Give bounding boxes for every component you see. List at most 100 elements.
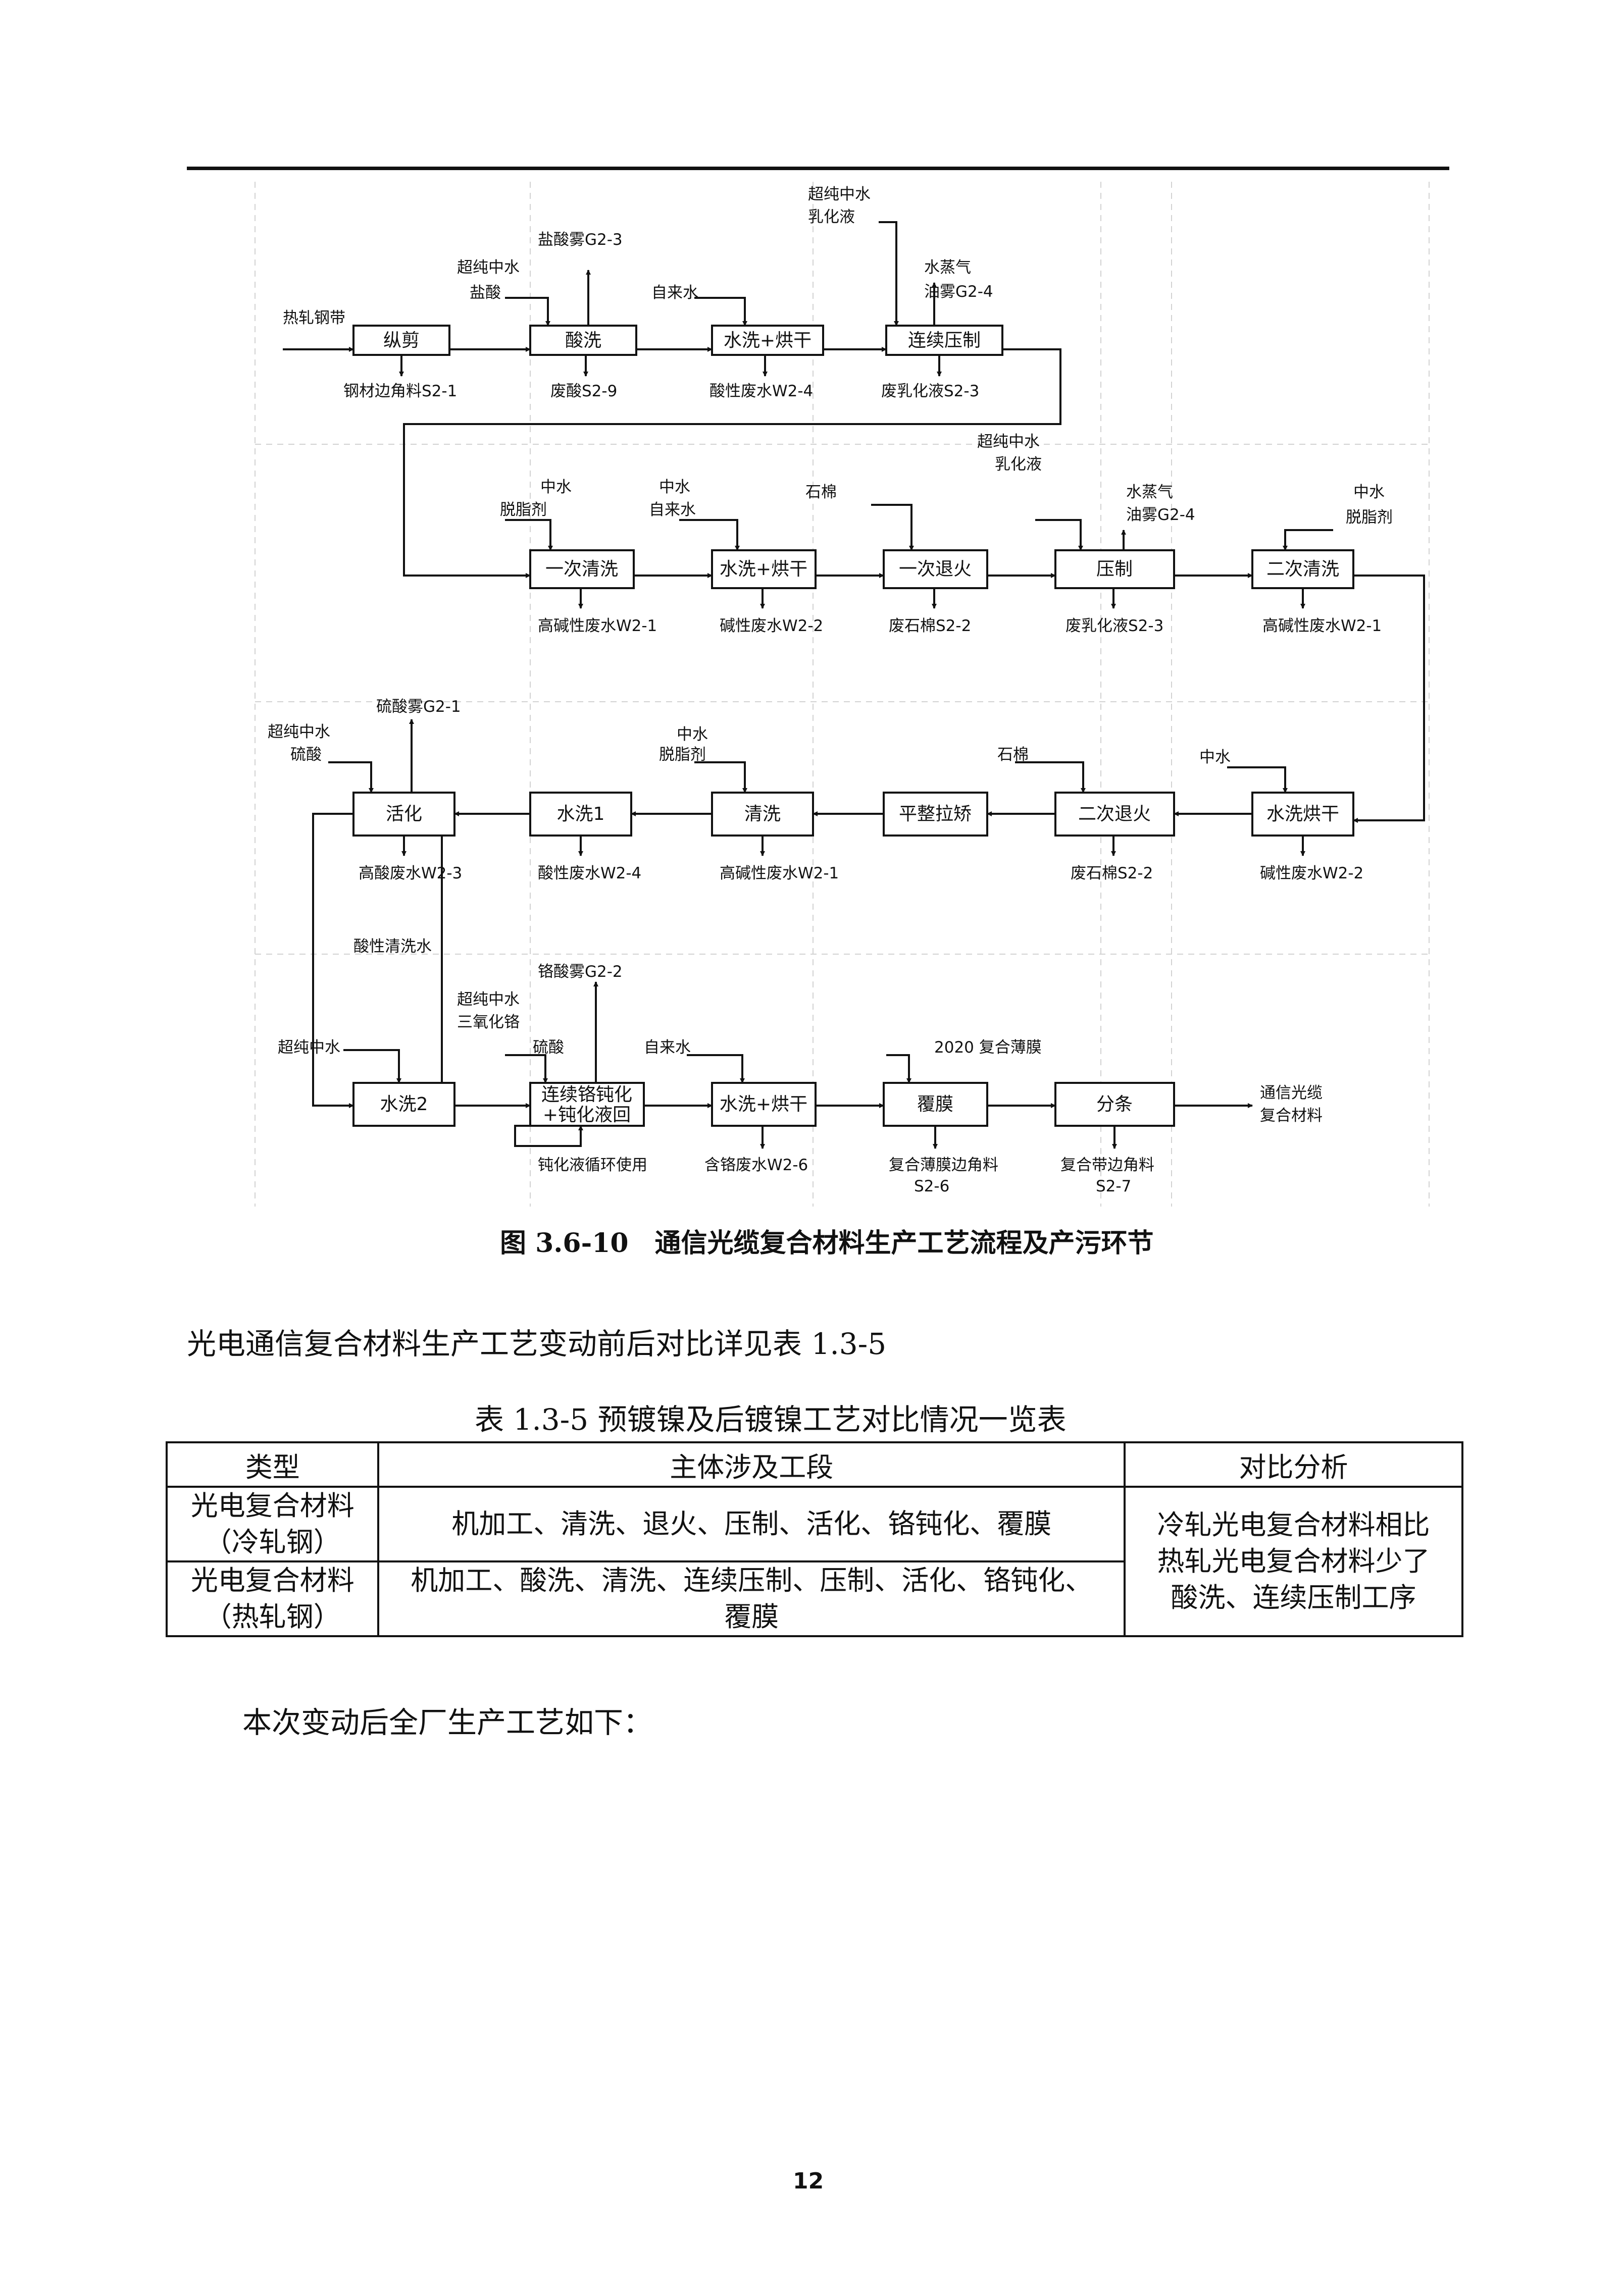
table-row: 光电复合材料 （冷轧钢） 机加工、清洗、退火、压制、活化、铬钝化、覆膜 冷轧光电… <box>165 1486 1464 1637</box>
svg-text:高碱性废水W2-1: 高碱性废水W2-1 <box>1262 617 1382 635</box>
svg-text:石棉: 石棉 <box>805 483 837 501</box>
svg-text:钝化液循环使用: 钝化液循环使用 <box>538 1156 647 1174</box>
process-box-slitting-final: 分条 <box>1054 1082 1175 1127</box>
svg-text:覆膜: 覆膜 <box>917 1094 953 1115</box>
type-line: （冷轧钢） <box>204 1526 341 1558</box>
svg-text:含铬废水W2-6: 含铬废水W2-6 <box>704 1156 808 1174</box>
svg-text:水洗2: 水洗2 <box>380 1094 428 1115</box>
svg-text:盐酸: 盐酸 <box>470 284 501 302</box>
svg-text:中水: 中水 <box>1353 483 1385 501</box>
svg-text:自来水: 自来水 <box>651 284 698 302</box>
svg-text:一次退火: 一次退火 <box>899 559 972 580</box>
analysis-line: 冷轧光电复合材料相比 <box>1157 1509 1430 1541</box>
svg-text:2020 复合薄膜: 2020 复合薄膜 <box>934 1038 1042 1057</box>
svg-text:钢材边角料S2-1: 钢材边角料S2-1 <box>343 382 457 400</box>
comparison-table: 类型 主体涉及工段 对比分析 光电复合材料 （冷轧钢） 机加工、清洗、退火、压制… <box>165 1441 1464 1637</box>
type-line: 光电复合材料 <box>190 1564 354 1596</box>
svg-text:硫酸: 硫酸 <box>290 746 322 764</box>
svg-text:石棉: 石棉 <box>997 746 1029 764</box>
svg-text:乳化液: 乳化液 <box>995 455 1042 474</box>
svg-text:超纯中水: 超纯中水 <box>457 990 520 1009</box>
process-box-chrome-passivation: 连续铬钝化 +钝化液回 <box>529 1082 645 1127</box>
svg-text:超纯中水: 超纯中水 <box>457 258 520 277</box>
analysis-line: 热轧光电复合材料少了 <box>1157 1545 1430 1577</box>
process-box-wash-1: 水洗1 <box>529 792 632 837</box>
svg-text:水洗+烘干: 水洗+烘干 <box>720 559 807 580</box>
svg-text:平整拉矫: 平整拉矫 <box>899 804 972 824</box>
svg-text:复合薄膜边角料: 复合薄膜边角料 <box>889 1156 998 1174</box>
figure-caption: 图 3.6-10 通信光缆复合材料生产工艺流程及产污环节 <box>500 1228 1154 1259</box>
process-box-wash-dry-3: 水洗烘干 <box>1251 792 1354 837</box>
svg-text:脱脂剂: 脱脂剂 <box>1346 508 1393 527</box>
svg-text:中水: 中水 <box>677 725 708 744</box>
svg-text:中水: 中水 <box>659 478 690 496</box>
process-box-pressing: 压制 <box>1054 549 1175 589</box>
header-rule <box>187 167 1449 170</box>
svg-text:乳化液: 乳化液 <box>808 208 855 226</box>
process-line: 覆膜 <box>724 1601 779 1633</box>
svg-text:清洗: 清洗 <box>744 804 781 824</box>
process-box-wash-dry-1: 水洗+烘干 <box>711 325 824 356</box>
svg-text:水洗烘干: 水洗烘干 <box>1266 804 1339 824</box>
svg-text:S2-6: S2-6 <box>914 1177 949 1195</box>
svg-text:+钝化液回: +钝化液回 <box>543 1105 631 1125</box>
svg-text:废石棉S2-2: 废石棉S2-2 <box>1071 864 1153 882</box>
svg-text:高酸废水W2-3: 高酸废水W2-3 <box>359 864 462 882</box>
svg-text:超纯中水: 超纯中水 <box>977 433 1040 451</box>
svg-text:酸性废水W2-4: 酸性废水W2-4 <box>538 864 641 882</box>
process-box-continuous-press: 连续压制 <box>885 325 1003 356</box>
svg-text:废石棉S2-2: 废石棉S2-2 <box>889 617 971 635</box>
svg-text:水洗1: 水洗1 <box>557 804 605 824</box>
page-number: 12 <box>793 2168 824 2194</box>
svg-text:超纯中水: 超纯中水 <box>278 1038 340 1057</box>
svg-text:酸性废水W2-4: 酸性废水W2-4 <box>709 382 813 400</box>
svg-text:油雾G2-4: 油雾G2-4 <box>924 283 993 301</box>
svg-text:二次清洗: 二次清洗 <box>1266 559 1339 580</box>
svg-text:自来水: 自来水 <box>644 1038 691 1057</box>
svg-text:水蒸气: 水蒸气 <box>1126 483 1173 501</box>
process-box-activation: 活化 <box>352 792 455 837</box>
svg-text:中水: 中水 <box>540 478 572 496</box>
svg-text:水蒸气: 水蒸气 <box>924 258 971 277</box>
svg-text:脱脂剂: 脱脂剂 <box>500 501 547 519</box>
svg-text:水洗+烘干: 水洗+烘干 <box>720 1094 807 1115</box>
cell-process: 机加工、酸洗、清洗、连续压制、压制、活化、铬钝化、 覆膜 <box>377 1560 1126 1637</box>
process-box-wash-dry-4: 水洗+烘干 <box>711 1082 817 1127</box>
svg-text:复合材料: 复合材料 <box>1260 1107 1323 1125</box>
process-box-wash-dry-2: 水洗+烘干 <box>711 549 817 589</box>
cell-type: 光电复合材料 （热轧钢） <box>165 1560 380 1637</box>
cell-process: 机加工、清洗、退火、压制、活化、铬钝化、覆膜 <box>377 1486 1126 1562</box>
cell-type: 光电复合材料 （冷轧钢） <box>165 1486 380 1562</box>
header-analysis: 对比分析 <box>1123 1441 1464 1488</box>
flow-labels: 热轧钢带 钢材边角料S2-1 超纯中水 盐酸 盐酸雾G2-3 废酸S2-9 自来… <box>268 185 1393 1195</box>
process-flow-diagram: 纵剪 酸洗 水洗+烘干 连续压制 一次清洗 水洗+烘干 一次退火 压制 二次清洗… <box>255 182 1430 1207</box>
process-box-second-anneal: 二次退火 <box>1054 792 1175 837</box>
svg-text:超纯中水: 超纯中水 <box>268 723 330 741</box>
svg-text:废乳化液S2-3: 废乳化液S2-3 <box>1066 617 1163 635</box>
svg-text:废乳化液S2-3: 废乳化液S2-3 <box>881 382 979 400</box>
svg-text:碱性废水W2-2: 碱性废水W2-2 <box>1260 864 1363 882</box>
process-box-wash-2: 水洗2 <box>352 1082 455 1127</box>
svg-text:硫酸雾G2-1: 硫酸雾G2-1 <box>376 698 461 716</box>
process-box-leveling: 平整拉矫 <box>883 792 988 837</box>
svg-text:碱性废水W2-2: 碱性废水W2-2 <box>720 617 823 635</box>
svg-text:高碱性废水W2-1: 高碱性废水W2-1 <box>720 864 839 882</box>
process-box-lamination: 覆膜 <box>883 1082 988 1127</box>
process-box-slitting: 纵剪 <box>352 325 450 356</box>
svg-text:废酸S2-9: 废酸S2-9 <box>550 382 617 400</box>
svg-text:复合带边角料: 复合带边角料 <box>1060 1156 1154 1174</box>
process-box-first-clean: 一次清洗 <box>529 549 635 589</box>
analysis-line: 酸洗、连续压制工序 <box>1171 1582 1416 1613</box>
process-box-cleaning: 清洗 <box>711 792 814 837</box>
process-box-pickling: 酸洗 <box>529 325 637 356</box>
closing-paragraph: 本次变动后全厂生产工艺如下： <box>242 1705 653 1740</box>
table-caption: 表 1.3-5 预镀镍及后镀镍工艺对比情况一览表 <box>475 1402 1067 1437</box>
svg-text:盐酸雾G2-3: 盐酸雾G2-3 <box>538 231 623 249</box>
intro-paragraph: 光电通信复合材料生产工艺变动前后对比详见表 1.3-5 <box>187 1327 887 1361</box>
svg-text:酸性清洗水: 酸性清洗水 <box>353 937 432 956</box>
svg-text:脱脂剂: 脱脂剂 <box>659 746 706 764</box>
svg-text:高碱性废水W2-1: 高碱性废水W2-1 <box>538 617 657 635</box>
table-header-row: 类型 主体涉及工段 对比分析 <box>165 1441 1464 1488</box>
svg-text:热轧钢带: 热轧钢带 <box>283 309 345 327</box>
header-type: 类型 <box>165 1441 380 1488</box>
